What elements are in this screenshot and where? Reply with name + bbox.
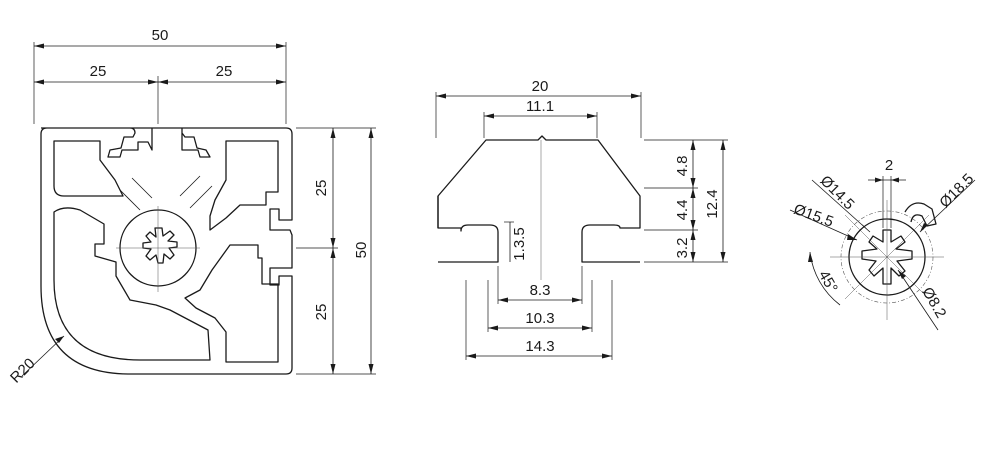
arrowheads [875, 177, 899, 183]
core-star-detail [861, 229, 913, 285]
dim-half-left: 25 [90, 63, 107, 80]
slot-view: 20 11.1 1.3.5 8.3 10.3 14.3 [435, 78, 728, 360]
arrowheads [690, 140, 696, 262]
dim-angle: 45° [815, 268, 841, 296]
dim-top-width: 11.1 [526, 98, 554, 115]
core-view: 2 Ø14.5 Ø15.5 Ø18.5 Ø8.2 45° [789, 157, 977, 331]
profile-cavity-top-right [209, 140, 279, 231]
profile-cavity-top-left [53, 140, 124, 197]
arrowheads [330, 128, 336, 374]
leader-dia-15-5 [789, 209, 858, 241]
core-diagonal [844, 214, 930, 300]
slot-outline [437, 135, 641, 263]
dim-radius: R20 [7, 355, 38, 386]
dim-height-top: 25 [313, 180, 330, 197]
dim-core-slot: 2 [885, 157, 893, 174]
dim-dia-8-2: Ø8.2 [918, 284, 949, 321]
arrowhead [920, 223, 928, 232]
dim-h-bot: 3.2 [674, 238, 691, 259]
arrowhead [847, 234, 857, 240]
arrowhead [862, 224, 870, 232]
dim-h-mid: 4.4 [674, 200, 691, 221]
core-flange [904, 202, 937, 227]
dim-inner: 10.3 [525, 310, 554, 327]
profile-outline [40, 127, 293, 375]
dim-slot-width: 20 [532, 78, 549, 95]
leader-dia-8-2 [897, 269, 939, 331]
dim-h-total: 12.4 [704, 189, 721, 218]
dim-dia-15-5: Ø15.5 [791, 201, 835, 231]
leader-dia-14-5 [811, 179, 871, 233]
dim-opening: 8.3 [530, 282, 551, 299]
dim-height-bottom: 25 [313, 304, 330, 321]
arrowhead [808, 252, 813, 262]
profile-view: 50 25 25 25 25 50 R20 [7, 27, 376, 387]
arrowheads [34, 79, 286, 85]
dim-overall-width: 50 [152, 27, 169, 44]
arrowhead [898, 270, 906, 279]
dim-dia-14-5: Ø14.5 [817, 172, 858, 213]
dim-bottom: 14.3 [525, 338, 554, 355]
dim-overall-height: 50 [353, 242, 370, 259]
dim-depth: 1.3.5 [511, 227, 528, 260]
arrowheads [498, 297, 582, 303]
dim-h-top: 4.8 [674, 156, 691, 177]
core-star-hole [142, 227, 178, 264]
dim-half-right: 25 [216, 63, 233, 80]
profile-cavity-left [53, 207, 211, 361]
leader-radius [21, 335, 65, 377]
arrowhead [55, 336, 64, 343]
profile-cavity-right [184, 244, 279, 363]
leader-dia-18-5 [919, 179, 976, 233]
dim-dia-18-5: Ø18.5 [936, 170, 977, 211]
profile-web-upper [119, 175, 213, 211]
